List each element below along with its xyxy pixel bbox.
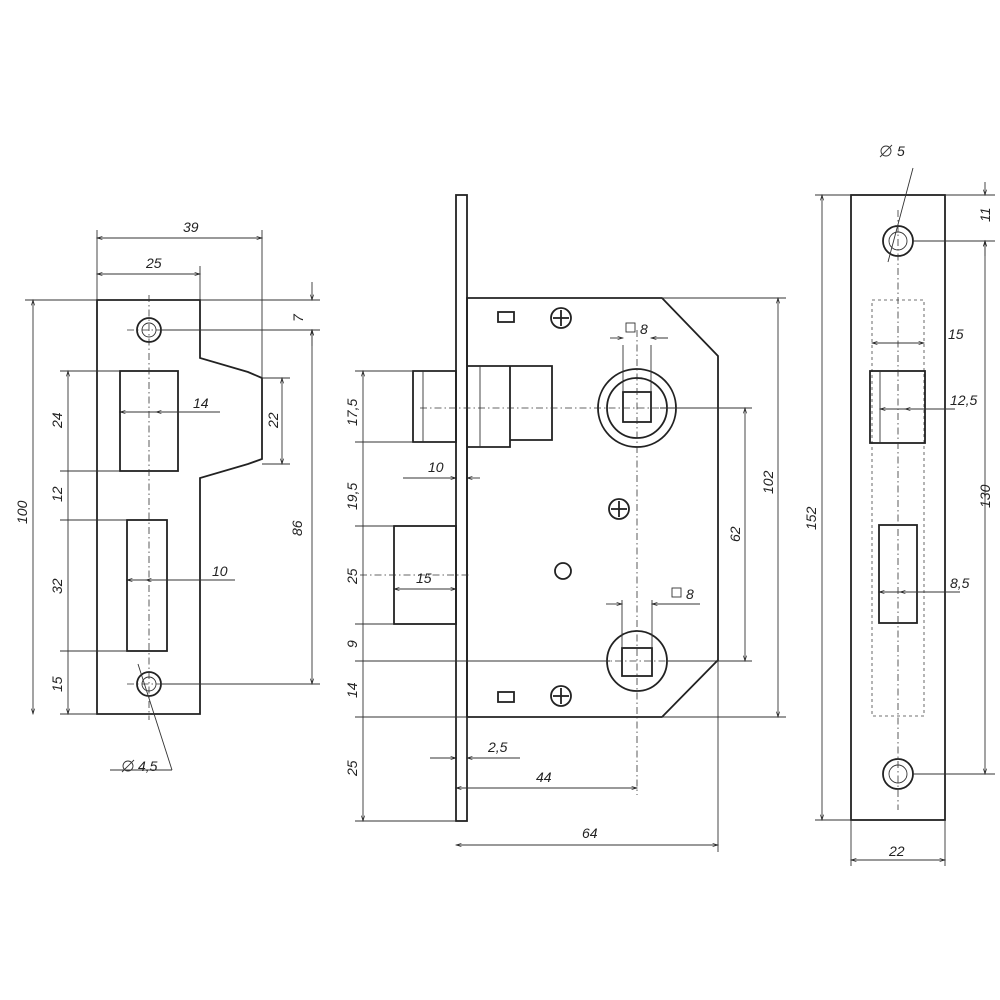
dim-strike-lip: 22 — [265, 412, 281, 429]
square-symbol-icon — [625, 322, 636, 333]
dim-strike-hole: 4,5 — [138, 758, 158, 774]
case-hole — [554, 562, 572, 580]
dim-spacing-1: 19,5 — [344, 483, 360, 510]
diameter-symbol-icon — [122, 760, 134, 772]
dim-strike-slot-upper-width: 14 — [193, 395, 209, 411]
dim-latch-height: 17,5 — [344, 399, 360, 426]
lock-body: 17,5 10 19,5 25 15 9 14 25 2,5 44 64 8 8… — [344, 194, 786, 852]
dim-face-span: 130 — [977, 484, 993, 508]
face-plate: 5 11 15 12,5 130 8,5 152 22 — [803, 143, 995, 866]
dim-strike-slot-upper-height: 24 — [49, 412, 65, 429]
dim-strike-slot-lower-width: 10 — [212, 563, 228, 579]
dim-face-slot-lower-width: 8,5 — [950, 575, 970, 591]
latch-bolt — [412, 365, 553, 448]
square-spindle-lower — [621, 647, 653, 677]
dim-spacing-2: 9 — [344, 640, 360, 648]
dim-plate-thickness: 2,5 — [487, 739, 508, 755]
dim-face-slot-upper-width: 12,5 — [950, 392, 977, 408]
face-slot-latch — [869, 370, 926, 444]
dim-strike-width-plate: 25 — [145, 255, 162, 271]
dim-strike-width-total: 39 — [183, 219, 199, 235]
dim-square-bottom: 8 — [686, 586, 694, 602]
dim-face-height: 152 — [803, 506, 819, 530]
screw-icon — [608, 498, 630, 520]
dim-strike-height: 100 — [14, 500, 30, 524]
strike-slot-lower — [126, 519, 168, 652]
lock-faceplate — [455, 194, 468, 822]
screw-icon — [550, 307, 572, 329]
lock-case-outline — [466, 297, 719, 718]
dim-lock-height: 102 — [760, 470, 776, 494]
square-symbol-icon — [671, 587, 682, 598]
dim-face-top: 11 — [977, 207, 993, 222]
face-hidden-outline — [871, 299, 925, 717]
dim-latch-offset: 10 — [428, 459, 444, 475]
dim-backset: 44 — [536, 769, 552, 785]
dim-face-hole: 5 — [897, 143, 905, 159]
dim-bolt-projection: 15 — [416, 570, 432, 586]
dim-depth: 64 — [582, 825, 598, 841]
case-slot-bottom — [497, 691, 515, 703]
strike-plate-outline — [96, 299, 263, 715]
face-plate-outline — [850, 194, 946, 821]
dim-strike-slot-lower-height: 32 — [49, 578, 65, 594]
strike-plate: 39 25 7 14 10 22 86 24 12 32 15 100 4,5 — [14, 219, 320, 774]
dim-square-top: 8 — [640, 321, 648, 337]
dim-strike-top-offset: 7 — [290, 313, 306, 322]
dim-bolt-height: 25 — [344, 568, 360, 585]
dim-face-slot-width: 15 — [948, 326, 964, 342]
dim-strike-bottom-offset: 15 — [49, 676, 65, 692]
dim-face-width: 22 — [888, 843, 905, 859]
dim-centers: 62 — [727, 526, 743, 542]
case-slot-top — [497, 311, 515, 323]
dim-strike-screw-span: 86 — [289, 520, 305, 536]
dim-spacing-3: 14 — [344, 682, 360, 698]
diameter-symbol-icon — [880, 145, 892, 157]
dim-strike-gap: 12 — [49, 486, 65, 502]
dim-spacing-4: 25 — [344, 760, 360, 777]
screw-icon — [550, 685, 572, 707]
